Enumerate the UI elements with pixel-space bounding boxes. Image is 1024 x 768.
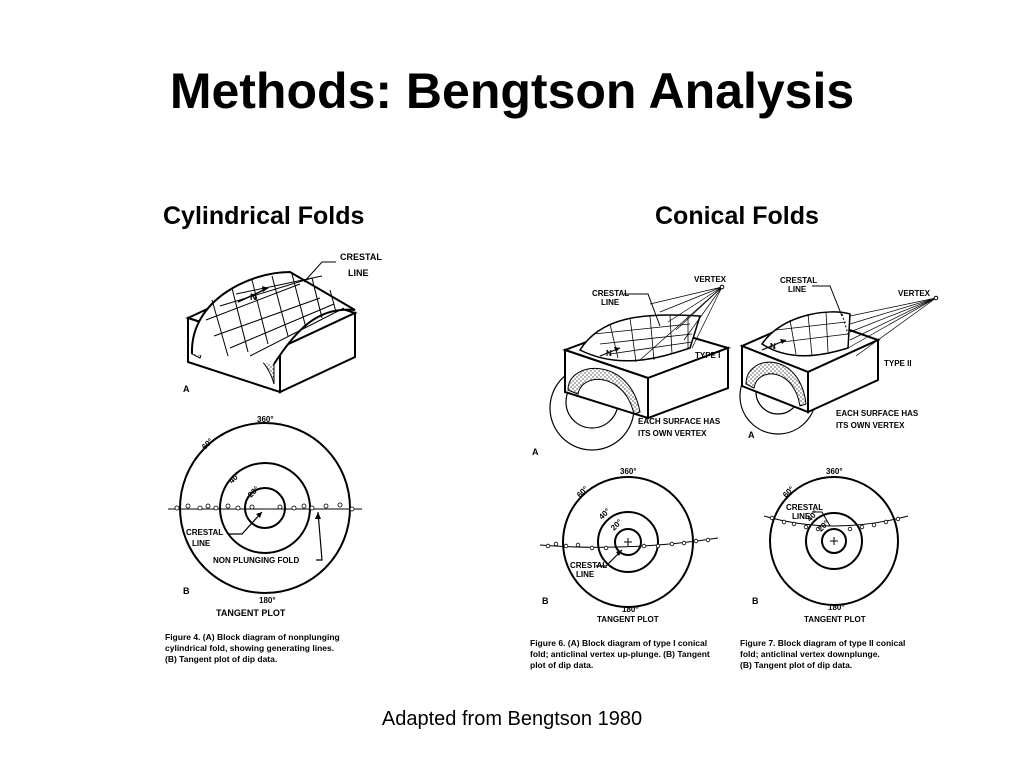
figure-7-tangent-plot: 360° 180° 60° 40° 20° CRESTAL LINE B TAN… [740,467,909,670]
fig6-vertex-label: VERTEX [694,275,727,284]
fig7-crestal-label-2: LINE [788,285,807,294]
fig4-panel-b: B [183,586,190,596]
fig7-type-label: TYPE II [884,359,912,368]
figure-4-tangent-plot: 360° 180° 60° 40° 20° CRESTAL LINE NON P… [165,415,362,664]
fig7-angle-360: 360° [826,467,843,476]
fig6-each-surface-2: ITS OWN VERTEX [638,429,707,438]
fig7-panel-b: B [752,596,759,606]
fig6-north-label: N [606,349,612,358]
fig7-crestal-label-1: CRESTAL [780,276,817,285]
fig6-ring-60: 60° [575,484,590,499]
fig4-north-label: N [250,292,257,302]
fig4-angle-180: 180° [259,596,276,605]
heading-conical-folds: Conical Folds [655,202,819,230]
fig4-tangent-plot-label: TANGENT PLOT [216,608,286,618]
fig7-each-surface-1: EACH SURFACE HAS [836,409,919,418]
slide-title: Methods: Bengtson Analysis [169,63,855,119]
fig7-vertex-label: VERTEX [898,289,931,298]
fig7-panel-a: A [748,430,755,440]
fig4-ring-40: 40° [227,470,242,485]
fig6-panel-b: B [542,596,549,606]
fig4-panel-a: A [183,384,190,394]
fig6-caption-1: Figure 6. (A) Block diagram of type I co… [530,638,707,648]
fig6-crestal-b-2: LINE [576,570,595,579]
fig4-crestal-b-2: LINE [192,539,211,548]
fig7-each-surface-2: ITS OWN VERTEX [836,421,905,430]
fig6-angle-180: 180° [622,605,639,614]
fig6-type-label: TYPE I [695,351,720,360]
fig6-crestal-label-2: LINE [601,298,620,307]
figure-6-block-diagram: VERTEX CRESTAL LINE N TYPE I EACH SURFAC… [532,275,732,457]
figure-4-block-diagram: N CRESTAL LINE A [183,252,382,394]
fig7-caption-2: fold; anticlinal vertex downplunge. [740,649,880,659]
fig4-caption-2: cylindrical fold, showing generating lin… [165,643,334,653]
fig6-panel-a: A [532,447,539,457]
fig6-caption-2: fold; anticlinal vertex up-plunge. (B) T… [530,649,710,659]
fig7-crestal-b-2: LINE [792,512,811,521]
fig4-angle-360: 360° [257,415,274,424]
fig4-crestal-b-1: CRESTAL [186,528,223,537]
figure-6-tangent-plot: 360° 180° 60° 40° 20° CRESTAL LINE B TAN… [530,467,719,670]
fig6-angle-360: 360° [620,467,637,476]
fig6-crestal-label-1: CRESTAL [592,289,629,298]
fig7-angle-180: 180° [828,603,845,612]
fig7-tangent-plot-label: TANGENT PLOT [804,615,866,624]
heading-cylindrical-folds: Cylindrical Folds [163,202,365,230]
source-credit: Adapted from Bengtson 1980 [381,708,643,730]
fig6-each-surface-1: EACH SURFACE HAS [638,417,721,426]
fig4-caption-3: (B) Tangent plot of dip data. [165,654,277,664]
fig4-crestal-label-2: LINE [348,268,369,278]
fig4-caption-1: Figure 4. (A) Block diagram of nonplungi… [165,632,340,642]
fig7-ring-60: 60° [781,484,796,499]
figure-7-block-diagram: VERTEX CRESTAL LINE N TYPE II EACH SURFA… [739,276,939,440]
fig6-caption-3: plot of dip data. [530,660,593,670]
fig6-tangent-plot-label: TANGENT PLOT [597,615,659,624]
fig7-caption-3: (B) Tangent plot of dip data. [740,660,852,670]
fig7-caption-1: Figure 7. Block diagram of type II conic… [740,638,905,648]
fig4-nonplunging-label: NON PLUNGING FOLD [213,556,299,565]
fig7-north-label: N [770,342,776,351]
fig4-crestal-label-1: CRESTAL [340,252,382,262]
fig6-crestal-b-1: CRESTAL [570,561,607,570]
fig7-crestal-b-1: CRESTAL [786,503,823,512]
